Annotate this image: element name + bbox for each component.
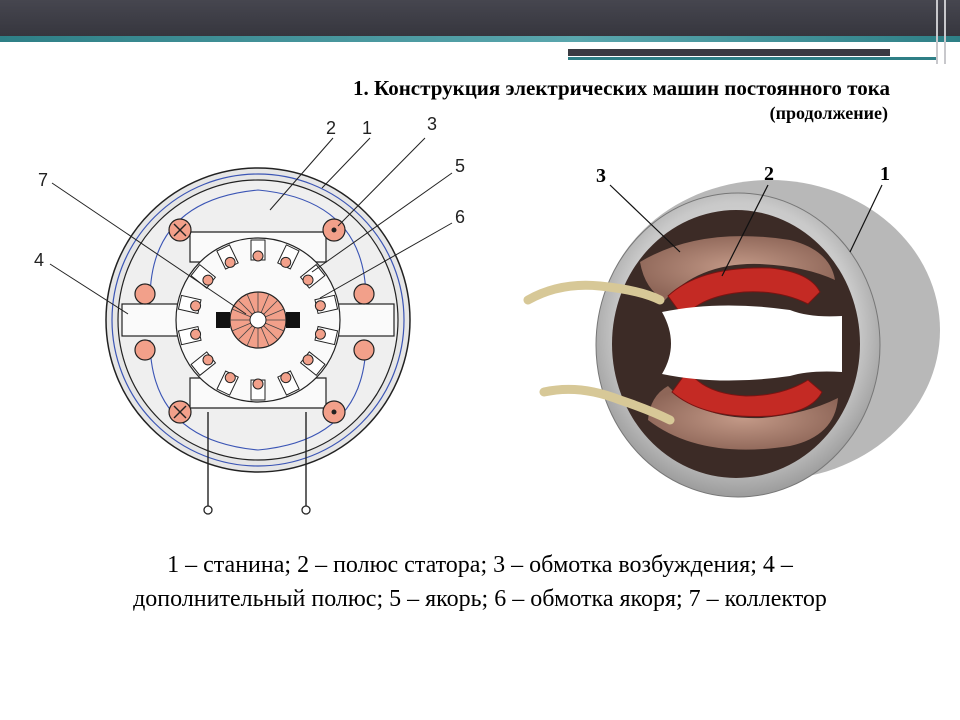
slide-title: 1. Конструкция электрических машин посто… <box>353 76 890 100</box>
diagram-label-3: 3 <box>427 114 437 134</box>
photo-label-3: 3 <box>596 165 606 187</box>
additional-winding-coil <box>353 283 375 305</box>
photo-label-1: 1 <box>880 163 890 185</box>
brush-left <box>216 312 230 328</box>
diagram-label-2: 2 <box>326 118 336 138</box>
diagram-label-5: 5 <box>455 156 465 176</box>
stator-pole-bottom <box>671 369 823 417</box>
header-bar <box>0 0 960 36</box>
terminal-right <box>301 505 311 515</box>
stator-pole-top <box>667 267 821 319</box>
field-winding-top <box>640 236 835 300</box>
additional-pole-right <box>337 303 395 337</box>
diagram-label-6: 6 <box>455 207 465 227</box>
lead-wire-bottom <box>539 384 675 425</box>
diagram-label-7: 7 <box>38 170 48 190</box>
brush-right <box>286 312 300 328</box>
terminal-left <box>203 505 213 515</box>
diagram-label-4: 4 <box>34 250 44 270</box>
flux-line-outer <box>111 173 405 467</box>
title-decor-line <box>568 57 938 60</box>
lead-wire-top <box>523 280 665 305</box>
legend-caption: 1 – станина; 2 – полюс статора; 3 – обмо… <box>40 548 920 616</box>
additional-winding-coil <box>134 283 156 305</box>
additional-winding-coil <box>353 339 375 361</box>
diagram-label-1: 1 <box>362 118 372 138</box>
legend-line-2: дополнительный полюс; 5 – якорь; 6 – обм… <box>133 586 827 612</box>
armature-bore <box>662 305 842 381</box>
additional-pole-left <box>121 303 179 337</box>
legend-line-1: 1 – станина; 2 – полюс статора; 3 – обмо… <box>167 552 793 578</box>
field-winding-bottom <box>648 386 838 450</box>
header-accent-stripe <box>0 36 960 42</box>
corner-decor-line <box>944 0 946 64</box>
flux-line-upper <box>149 189 367 301</box>
title-decor-bar <box>568 49 890 56</box>
flux-line-lower <box>149 339 367 451</box>
additional-winding-coil <box>134 339 156 361</box>
photo-label-2: 2 <box>764 163 774 185</box>
corner-decor-line <box>936 0 938 64</box>
slide-subtitle: (продолжение) <box>769 103 888 123</box>
